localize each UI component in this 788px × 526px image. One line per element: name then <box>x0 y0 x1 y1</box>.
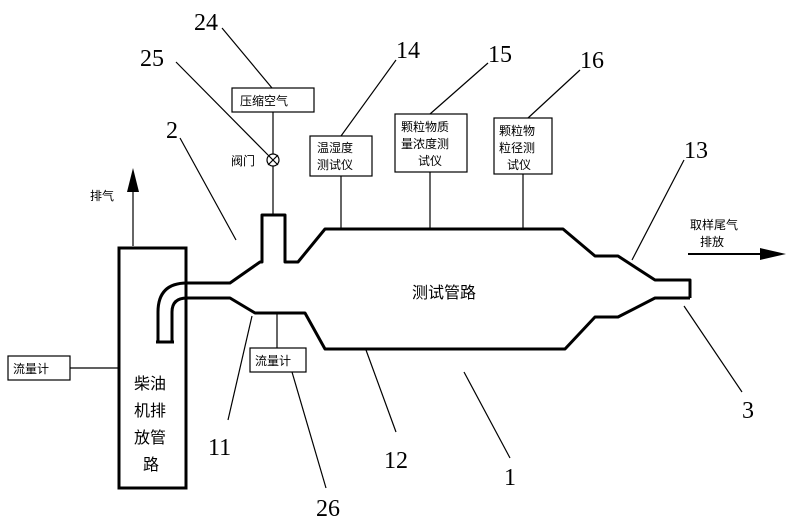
diesel-pipe-label-line1: 柴油 <box>134 374 166 393</box>
leader-14 <box>341 60 396 136</box>
sample-exhaust-label-line2: 排放 <box>700 234 724 249</box>
ref-number-15: 15 <box>488 42 512 68</box>
mass-concentration-tester-line3: 试仪 <box>418 153 442 168</box>
mass-concentration-tester-line2: 量浓度测 <box>401 136 449 151</box>
exhaust-label: 排气 <box>90 188 114 203</box>
diesel-pipe-label-line3: 放管 <box>134 428 166 447</box>
ref-number-12: 12 <box>384 448 408 474</box>
diesel-pipe-label-line2: 机排 <box>134 401 166 420</box>
flow-meter-bottom-label: 流量计 <box>255 354 291 368</box>
leader-13 <box>632 160 684 260</box>
ref-number-14: 14 <box>396 38 420 64</box>
valve-label: 阀门 <box>231 153 255 168</box>
temp-humidity-tester-line1: 温湿度 <box>317 140 353 155</box>
leader-24 <box>222 28 272 88</box>
particle-size-tester-line2: 粒径测 <box>499 140 535 155</box>
compressed-air-label: 压缩空气 <box>240 93 288 108</box>
particle-size-tester-line1: 颗粒物 <box>499 123 535 138</box>
ref-number-2: 2 <box>166 118 178 144</box>
sample-exhaust-arrow-head <box>760 248 786 260</box>
leader-1 <box>464 372 510 458</box>
sample-exhaust-label-line1: 取样尾气 <box>690 217 738 232</box>
leader-11 <box>228 316 252 420</box>
ref-number-1: 1 <box>504 465 516 491</box>
leader-16 <box>528 70 580 118</box>
leader-12 <box>366 350 396 432</box>
ref-number-25: 25 <box>140 46 164 72</box>
ref-number-24: 24 <box>194 10 218 36</box>
ref-number-3: 3 <box>742 398 754 424</box>
leader-15 <box>430 63 488 114</box>
leader-2 <box>180 138 236 240</box>
ref-number-11: 11 <box>208 435 231 461</box>
exhaust-arrow-head <box>127 168 139 192</box>
leader-3 <box>684 306 742 392</box>
diesel-pipe-label-line4: 路 <box>143 455 159 474</box>
test-pipe-lower <box>187 298 690 349</box>
temp-humidity-tester-line2: 测试仪 <box>317 157 353 172</box>
test-pipe-label: 测试管路 <box>412 283 476 302</box>
particle-size-tester-line3: 试仪 <box>507 157 531 172</box>
ref-number-13: 13 <box>684 138 708 164</box>
ref-number-16: 16 <box>580 48 604 74</box>
ref-number-26: 26 <box>316 496 340 522</box>
flow-meter-left-label: 流量计 <box>13 362 49 376</box>
mass-concentration-tester-line1: 颗粒物质 <box>401 119 449 134</box>
leader-26 <box>292 372 326 488</box>
